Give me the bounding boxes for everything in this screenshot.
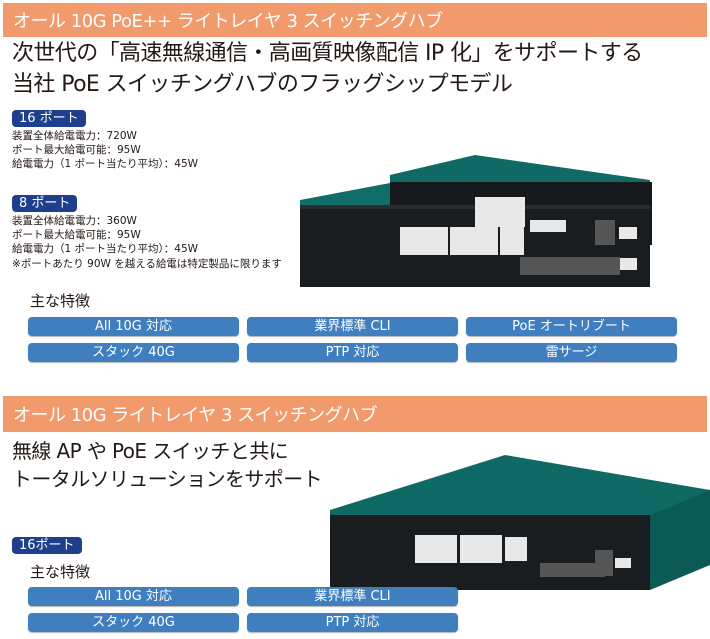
spec-line: 装置全体給電電力：720W (12, 130, 137, 142)
headline-line-2: トータルソリューションをサポート (12, 467, 323, 491)
feature-lightning-surge: 雷サージ (466, 343, 677, 362)
badge-16-port: 16 ポート (12, 110, 86, 127)
feature-ptp: PTP 対応 (247, 613, 458, 632)
features-title: 主な特徴 (30, 563, 91, 581)
spec-line: 装置全体給電電力：360W (12, 215, 137, 227)
section-header-l3: オール 10G ライトレイヤ 3 スイッチングハブ (3, 396, 707, 432)
feature-all-10g: All 10G 対応 (28, 587, 239, 606)
spec-line: 給電電力（1 ポート当たり平均）：45W (12, 158, 199, 170)
section-header-poe: オール 10G PoE++ ライトレイヤ 3 スイッチングハブ (3, 3, 707, 37)
switch-image (330, 455, 710, 590)
feature-poe-autoreboot: PoE オートリブート (466, 317, 677, 336)
feature-all-10g: All 10G 対応 (28, 317, 239, 336)
badge-8-port: 8 ポート (12, 195, 78, 212)
feature-cli: 業界標準 CLI (247, 587, 458, 606)
features-title: 主な特徴 (30, 292, 91, 310)
feature-ptp: PTP 対応 (247, 343, 458, 362)
spec-line: ポート最大給電可能：95W (12, 144, 141, 156)
note: ※ポートあたり 90W を越える給電は特定製品に限ります (12, 258, 282, 270)
spec-line: ポート最大給電可能：95W (12, 229, 141, 241)
section-title: オール 10G PoE++ ライトレイヤ 3 スイッチングハブ (13, 11, 443, 32)
section-title: オール 10G ライトレイヤ 3 スイッチングハブ (13, 405, 378, 426)
badge-16-port: 16ポート (12, 537, 82, 554)
switch-stack-image (300, 155, 652, 287)
headline-line-1: 無線 AP や PoE スイッチと共に (12, 439, 289, 463)
feature-cli: 業界標準 CLI (247, 317, 458, 336)
headline-line-2: 当社 PoE スイッチングハブのフラッグシップモデル (12, 72, 513, 97)
spec-line: 給電電力（1 ポート当たり平均）：45W (12, 243, 199, 255)
feature-stack-40g: スタック 40G (28, 613, 239, 632)
feature-stack-40g: スタック 40G (28, 343, 239, 362)
headline-line-1: 次世代の「高速無線通信・高画質映像配信 IP 化」をサポートする (12, 41, 643, 66)
